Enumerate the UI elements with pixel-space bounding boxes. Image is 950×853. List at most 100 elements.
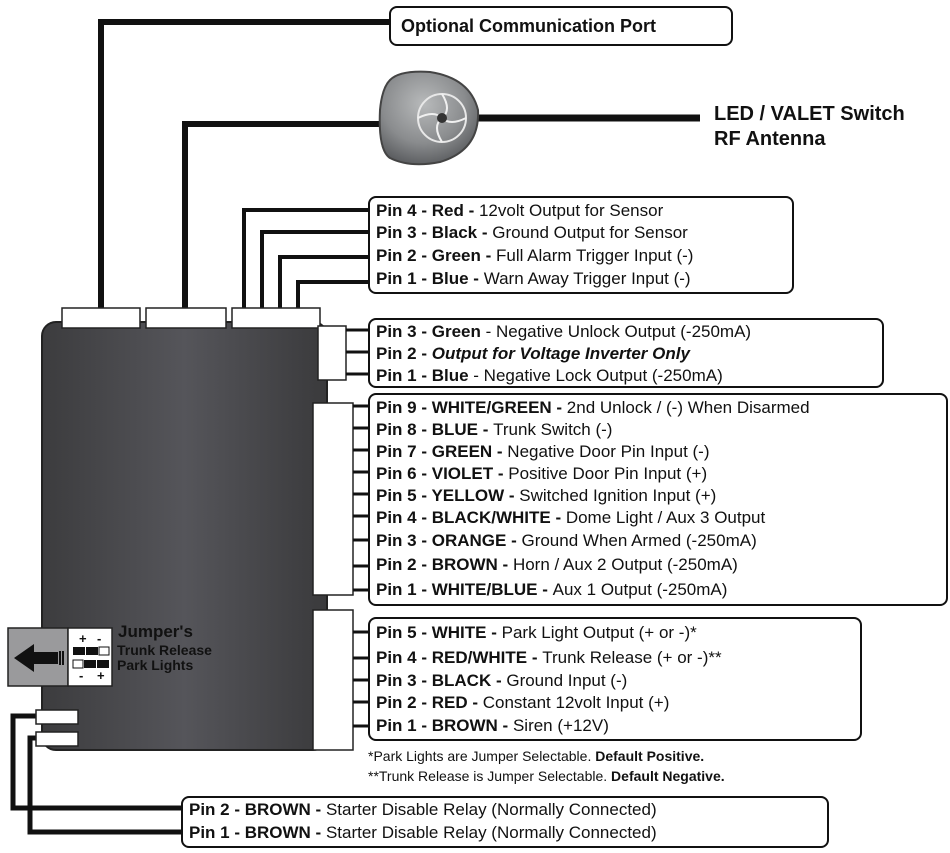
- pin-number: Pin 3 -: [376, 223, 432, 242]
- pin-number: Pin 1 -: [189, 823, 245, 842]
- pin-row: Pin 2 - Output for Voltage Inverter Only: [376, 344, 690, 364]
- pin-function: Constant 12volt Input (+): [482, 693, 670, 712]
- jumper-trunk-release-label: Trunk Release: [117, 642, 212, 658]
- pin-number: Pin 1 -: [376, 366, 432, 385]
- pin-function: Ground Input (-): [506, 671, 628, 690]
- starter-connector-block: [35, 709, 79, 747]
- pin-row: Pin 3 - Black - Ground Output for Sensor: [376, 223, 688, 243]
- pin-function: Positive Door Pin Input (+): [508, 464, 708, 483]
- starter-wire-2: [10, 713, 190, 811]
- pin-function: Siren (+12V): [512, 716, 609, 735]
- lock-connector-block: [317, 325, 372, 381]
- pin-row: Pin 1 - WHITE/BLUE - Aux 1 Output (-250m…: [376, 580, 727, 600]
- wire-color: RED/WHITE -: [431, 648, 543, 667]
- trunk-release-note: **Trunk Release is Jumper Selectable. De…: [368, 768, 725, 784]
- jumper-minus-bottom: -: [79, 668, 84, 683]
- pin-number: Pin 7 -: [376, 442, 432, 461]
- pin-number: Pin 2 -: [189, 800, 245, 819]
- pin-row: Pin 6 - VIOLET - Positive Door Pin Input…: [376, 464, 707, 484]
- wire-color: BROWN -: [244, 823, 326, 842]
- jumper-minus-top: -: [97, 631, 102, 646]
- comm-port-wire: [98, 19, 392, 310]
- wire-color: BLACK -: [431, 671, 507, 690]
- pin-number: Pin 6 -: [376, 464, 432, 483]
- wire-color: BLACK/WHITE -: [431, 508, 566, 527]
- wire-color: GREEN -: [431, 442, 508, 461]
- pin-function: Full Alarm Trigger Input (-): [495, 246, 694, 265]
- pin-function: - Negative Lock Output (-250mA): [468, 366, 723, 385]
- lock-connector-box: Pin 3 - Green - Negative Unlock Output (…: [368, 318, 884, 388]
- pin-number: Pin 1 -: [376, 716, 432, 735]
- wire-color: BROWN -: [244, 800, 326, 819]
- wire-color: Red -: [431, 201, 479, 220]
- pin-number: Pin 2 -: [376, 555, 432, 574]
- pin-function: - Negative Unlock Output (-250mA): [480, 322, 752, 341]
- jumper-plus-bottom: +: [97, 668, 105, 683]
- pin-row: Pin 5 - WHITE - Park Light Output (+ or …: [376, 623, 697, 643]
- pin-number: Pin 4 -: [376, 508, 432, 527]
- pin-row: Pin 5 - YELLOW - Switched Ignition Input…: [376, 486, 716, 506]
- wire-color: VIOLET -: [431, 464, 509, 483]
- pin-row: Pin 4 - RED/WHITE - Trunk Release (+ or …: [376, 648, 722, 668]
- pin-function: Park Light Output (+ or -)*: [501, 623, 697, 642]
- wire-color: WHITE/GREEN -: [431, 398, 567, 417]
- park-lights-note: *Park Lights are Jumper Selectable. Defa…: [368, 748, 705, 764]
- pin-number: Pin 2 -: [376, 344, 432, 363]
- pin-number: Pin 3 -: [376, 322, 432, 341]
- arrow-left-icon: [14, 644, 58, 672]
- sensor-wires: [242, 208, 372, 314]
- wire-color: BROWN -: [431, 555, 513, 574]
- pin-number: Pin 2 -: [376, 693, 432, 712]
- led-valet-label: LED / VALET Switch: [714, 103, 905, 125]
- pin-function: Aux 1 Output (-250mA): [552, 580, 728, 599]
- pin-function: 12volt Output for Sensor: [478, 201, 664, 220]
- wire-color: Green -: [431, 246, 496, 265]
- pin-number: Pin 9 -: [376, 398, 432, 417]
- pin-row: Pin 4 - BLACK/WHITE - Dome Light / Aux 3…: [376, 508, 765, 528]
- pin-number: Pin 5 -: [376, 623, 432, 642]
- power-connector-box: Pin 5 - WHITE - Park Light Output (+ or …: [368, 617, 862, 741]
- pin-function: Trunk Release (+ or -)**: [542, 648, 722, 667]
- pin-row: Pin 1 - Blue - Warn Away Trigger Input (…: [376, 269, 691, 289]
- led-valet-switch: [378, 70, 480, 166]
- jumper-panel: [7, 627, 113, 687]
- pin-row: Pin 2 - BROWN - Starter Disable Relay (N…: [189, 800, 657, 820]
- pin-row: Pin 2 - BROWN - Horn / Aux 2 Output (-25…: [376, 555, 738, 575]
- rf-antenna-label: RF Antenna: [714, 128, 826, 150]
- pin-function: Output for Voltage Inverter Only: [431, 344, 690, 363]
- pin-number: Pin 3 -: [376, 671, 432, 690]
- wire-color: RED -: [431, 693, 483, 712]
- pin-number: Pin 2 -: [376, 246, 432, 265]
- pin-number: Pin 5 -: [376, 486, 432, 505]
- pin-number: Pin 8 -: [376, 420, 432, 439]
- wire-color: ORANGE -: [431, 531, 522, 550]
- wire-color: BLUE -: [431, 420, 494, 439]
- comm-port-label: Optional Communication Port: [401, 16, 656, 36]
- pin-row: Pin 7 - GREEN - Negative Door Pin Input …: [376, 442, 710, 462]
- pin-row: Pin 3 - BLACK - Ground Input (-): [376, 671, 627, 691]
- pin-function: Ground When Armed (-250mA): [521, 531, 757, 550]
- pin-row: Pin 9 - WHITE/GREEN - 2nd Unlock / (-) W…: [376, 398, 810, 418]
- pin-number: Pin 1 -: [376, 580, 432, 599]
- pin-row: Pin 3 - Green - Negative Unlock Output (…: [376, 322, 751, 342]
- main-connector-block: [312, 402, 370, 596]
- jumper-plus-top: +: [79, 631, 87, 646]
- jumpers-title: Jumper's: [118, 622, 193, 641]
- starter-wire-1: [27, 735, 190, 835]
- pin-function: Warn Away Trigger Input (-): [483, 269, 691, 288]
- pin-row: Pin 4 - Red - 12volt Output for Sensor: [376, 201, 663, 221]
- pin-function: 2nd Unlock / (-) When Disarmed: [566, 398, 810, 417]
- pin-row: Pin 2 - Green - Full Alarm Trigger Input…: [376, 246, 693, 266]
- wire-color: Blue -: [431, 269, 484, 288]
- power-connector-block: [312, 609, 370, 751]
- jumper-park-lights-label: Park Lights: [117, 657, 194, 673]
- wire-color: Green: [431, 322, 481, 341]
- pin-row: Pin 2 - RED - Constant 12volt Input (+): [376, 693, 669, 713]
- pin-number: Pin 3 -: [376, 531, 432, 550]
- main-connector-box: Pin 9 - WHITE/GREEN - 2nd Unlock / (-) W…: [368, 393, 948, 606]
- wire-color: WHITE -: [431, 623, 502, 642]
- led-switch-wire: [182, 121, 390, 310]
- pin-function: Horn / Aux 2 Output (-250mA): [512, 555, 738, 574]
- pin-number: Pin 4 -: [376, 201, 432, 220]
